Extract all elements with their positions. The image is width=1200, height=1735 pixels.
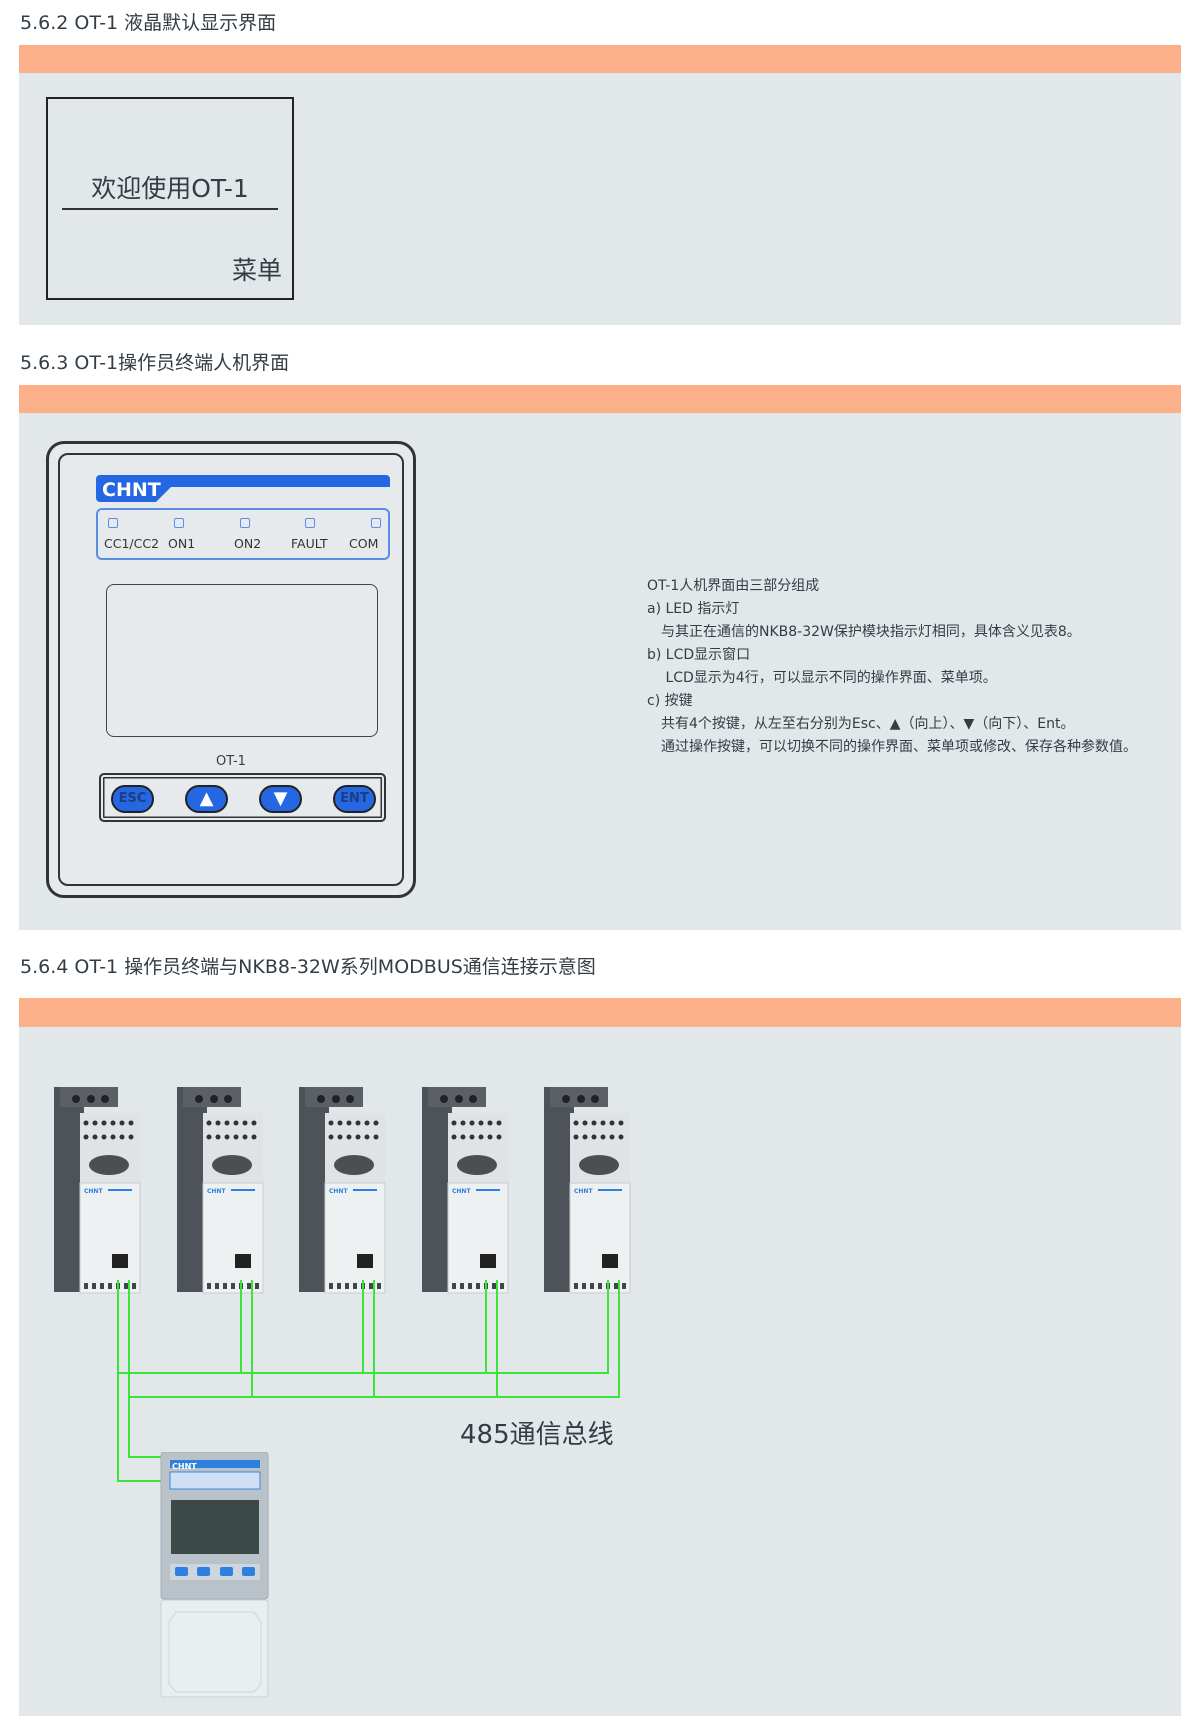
svg-text:CHNT: CHNT	[329, 1188, 348, 1195]
svg-text:CHNT: CHNT	[452, 1188, 471, 1195]
nkb8-module-image: CHNT	[299, 1087, 387, 1303]
lcd-default-screen: 欢迎使用OT-1 菜单	[46, 97, 294, 300]
svg-text:CHNT: CHNT	[102, 479, 161, 501]
bus-wire	[128, 1456, 162, 1458]
hmi-description: OT-1人机界面由三部分组成 a) LED 指示灯 与其正在通信的NKB8-32…	[647, 575, 1137, 759]
divider	[62, 208, 278, 210]
lcd-window	[106, 584, 378, 737]
desc-line: LCD显示为4行，可以显示不同的操作界面、菜单项。	[647, 670, 997, 686]
model-label: OT-1	[216, 754, 246, 769]
bus-wire	[618, 1280, 620, 1397]
led-label: ON1	[168, 536, 196, 551]
desc-line: b) LCD显示窗口	[647, 647, 751, 663]
keypad: ESC ▲ ▼ ENT	[99, 773, 386, 822]
menu-label: 菜单	[231, 256, 282, 285]
chnt-logo: CHNT	[96, 475, 390, 502]
svg-text:CHNT: CHNT	[84, 1188, 103, 1195]
led-label: CC1/CC2	[104, 536, 160, 551]
desc-line: OT-1人机界面由三部分组成	[647, 578, 820, 594]
nkb8-module-image: CHNT	[544, 1087, 632, 1303]
svg-text:CHNT: CHNT	[574, 1188, 593, 1195]
bus-wire	[240, 1280, 242, 1373]
nkb8-module-image: CHNT	[421, 1087, 510, 1303]
bus-wire	[373, 1280, 375, 1397]
svg-text:CHNT: CHNT	[172, 1462, 197, 1471]
desc-line: 通过操作按键，可以切换不同的操作界面、菜单项或修改、保存各种参数值。	[647, 739, 1137, 755]
up-button[interactable]: ▲	[185, 785, 228, 813]
desc-line: 共有4个按键，从左至右分别为Esc、▲（向上）、▼（向下）、Ent。	[647, 716, 1075, 732]
section-bar	[19, 998, 1181, 1027]
bus-label: 485通信总线	[460, 1420, 614, 1450]
nkb8-module-image: CHNT	[176, 1087, 265, 1303]
bus-wire	[128, 1396, 620, 1398]
led-label: FAULT	[291, 536, 328, 551]
section-bar	[19, 45, 1181, 73]
led-on2-icon	[240, 518, 250, 528]
led-label: ON2	[234, 536, 262, 551]
bus-wire	[496, 1280, 498, 1397]
bus-wire	[362, 1280, 364, 1373]
esc-button[interactable]: ESC	[111, 785, 154, 813]
bus-wire	[485, 1280, 487, 1373]
svg-text:CHNT: CHNT	[207, 1188, 226, 1195]
led-indicator-strip: CC1/CC2 ON1 ON2 FAULT COM	[96, 508, 390, 560]
section-bar	[19, 385, 1181, 413]
nkb8-module-image: CHNT	[54, 1087, 142, 1303]
ent-button[interactable]: ENT	[333, 785, 376, 813]
bus-wire	[128, 1280, 130, 1397]
section-title-564: 5.6.4 OT-1 操作员终端与NKB8-32W系列MODBUS通信连接示意图	[20, 956, 596, 978]
desc-line: 与其正在通信的NKB8-32W保护模块指示灯相同，具体含义见表8。	[647, 624, 1081, 640]
section-title-563: 5.6.3 OT-1操作员终端人机界面	[20, 352, 290, 374]
bus-wire	[117, 1372, 609, 1374]
ot1-terminal-image: CHNT	[160, 1451, 270, 1698]
lcd-default-panel	[19, 73, 1181, 325]
bus-wire	[607, 1280, 609, 1373]
bus-wire	[128, 1396, 130, 1458]
led-com-icon	[371, 518, 381, 528]
bus-wire	[251, 1280, 253, 1397]
led-on1-icon	[174, 518, 184, 528]
welcome-text: 欢迎使用OT-1	[91, 174, 249, 203]
ot1-device: CHNT CC1/CC2 ON1 ON2 FAULT COM OT-1 ESC …	[46, 441, 416, 898]
desc-line: c) 按键	[647, 693, 693, 709]
down-button[interactable]: ▼	[259, 785, 302, 813]
bus-wire	[117, 1372, 119, 1482]
led-label: COM	[349, 536, 379, 551]
led-cc-icon	[108, 518, 118, 528]
bus-wire	[117, 1280, 119, 1373]
section-title-562: 5.6.2 OT-1 液晶默认显示界面	[20, 12, 277, 34]
led-fault-icon	[305, 518, 315, 528]
desc-line: a) LED 指示灯	[647, 601, 740, 617]
bus-wire	[117, 1480, 162, 1482]
